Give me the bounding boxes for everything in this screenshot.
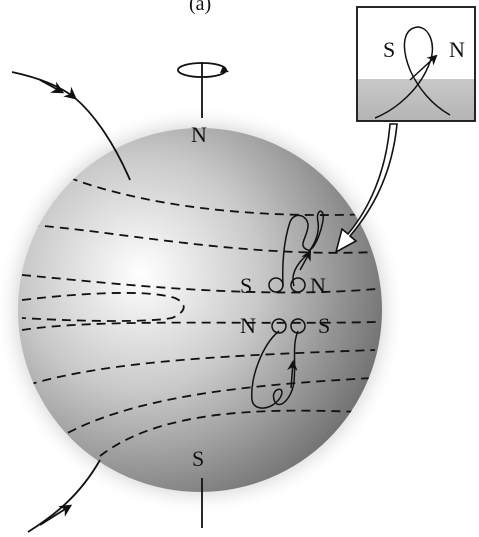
panel-label: (a): [189, 0, 211, 15]
sun-sphere: [18, 128, 382, 492]
spot-upper-left-label: S: [240, 273, 252, 298]
sunspot-pair-lower: N S: [240, 313, 330, 338]
field-line-upper-arrow: [39, 79, 65, 94]
north-pole-label: N: [191, 122, 207, 147]
inset-box: S N: [356, 6, 476, 122]
lower-flux-loop: [251, 330, 299, 409]
sunspot-lower-left: [271, 318, 287, 334]
spot-lower-left-label: N: [240, 313, 256, 338]
field-line-upper-outside: [11, 71, 131, 181]
sunspot-upper-right: [290, 277, 306, 293]
sunspot-pair-upper: S N: [240, 273, 326, 298]
spot-lower-right-label: S: [318, 313, 330, 338]
spot-upper-right-label: N: [310, 273, 326, 298]
sunspot-upper-left: [268, 277, 284, 293]
field-line-lower-outside: [27, 459, 101, 533]
inset-right-label: N: [449, 37, 465, 62]
field-line-lower-arrow: [39, 504, 73, 526]
lower-loop-arrow: [287, 359, 298, 389]
field-lines-dashed: [21, 171, 377, 457]
inset-left-label: S: [383, 37, 395, 62]
south-pole-label: S: [192, 446, 204, 471]
sunspot-lower-right: [290, 318, 306, 334]
rotation-arrow-icon: [177, 62, 229, 78]
upper-loop-arrow: [299, 250, 312, 271]
callout-arrow: [334, 123, 398, 254]
